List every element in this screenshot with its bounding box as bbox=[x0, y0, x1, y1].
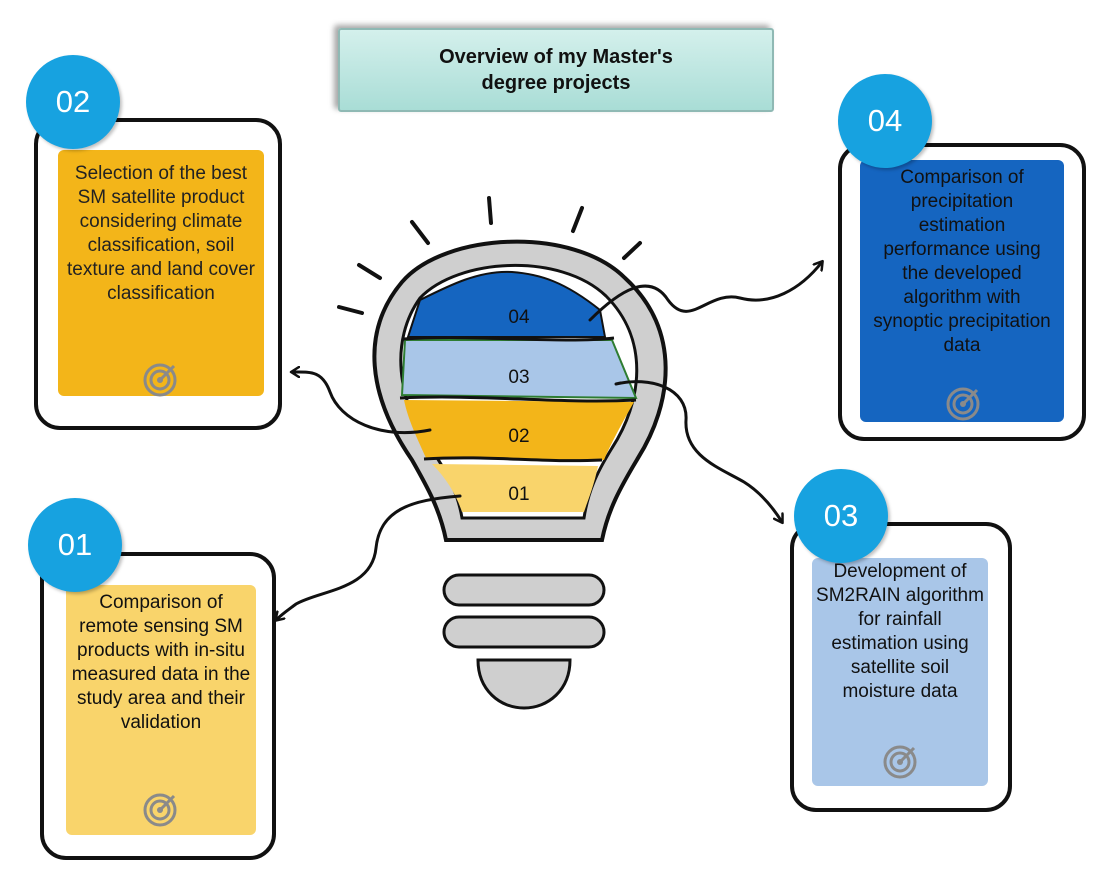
connector-arrows bbox=[276, 262, 822, 620]
project-04-fill: Comparison of precipitation estimation p… bbox=[860, 160, 1064, 422]
project-03-text: Development of SM2RAIN algorithm for rai… bbox=[816, 561, 984, 702]
bulb-label-03: 03 bbox=[508, 367, 529, 388]
project-01-badge: 01 bbox=[28, 498, 122, 592]
title-box: Overview of my Master's degree projects bbox=[338, 28, 774, 112]
target-icon bbox=[883, 745, 917, 779]
project-01-text: Comparison of remote sensing SM products… bbox=[71, 592, 251, 733]
target-icon bbox=[946, 387, 980, 421]
bulb-layer-01 bbox=[432, 464, 598, 512]
project-01-fill: Comparison of remote sensing SM products… bbox=[66, 585, 256, 835]
project-04-badge: 04 bbox=[838, 74, 932, 168]
target-icon bbox=[143, 793, 177, 827]
project-02-badge: 02 bbox=[26, 55, 120, 149]
project-03-badge: 03 bbox=[794, 469, 888, 563]
project-03-fill: Development of SM2RAIN algorithm for rai… bbox=[812, 558, 988, 786]
target-icon bbox=[143, 363, 177, 397]
project-02-text: Selection of the best SM satellite produ… bbox=[66, 163, 255, 304]
bulb-label-04: 04 bbox=[508, 307, 530, 328]
diagram-title: Overview of my Master's degree projects bbox=[439, 46, 673, 94]
project-04-text: Comparison of precipitation estimation p… bbox=[873, 167, 1051, 356]
bulb-label-01: 01 bbox=[508, 484, 529, 505]
bulb-layer-04 bbox=[406, 270, 607, 338]
bulb-base bbox=[442, 573, 606, 710]
bulb-layer-02 bbox=[404, 400, 634, 460]
bulb-label-02: 02 bbox=[508, 426, 529, 447]
project-02-fill: Selection of the best SM satellite produ… bbox=[58, 150, 264, 396]
bulb-rays bbox=[337, 196, 642, 315]
